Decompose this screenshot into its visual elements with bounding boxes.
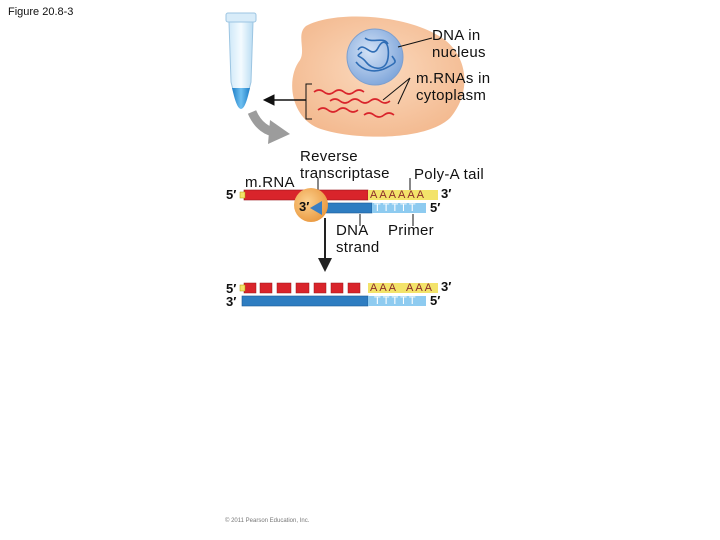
bottom-poly-a-right: AAA [406, 282, 435, 294]
dna-strand-label: DNA strand [336, 222, 380, 256]
nucleus-icon [346, 28, 404, 86]
copyright-notice: © 2011 Pearson Education, Inc. [225, 518, 310, 524]
top-cdna-three-prime: 3′ [299, 199, 310, 214]
bottom-primer-five-prime: 5′ [430, 293, 441, 308]
dna-in-nucleus-label: DNA in nucleus [432, 27, 486, 61]
top-poly-t-sequence: TTTTT [374, 202, 418, 214]
bottom-poly-t-sequence: TTTTT [374, 295, 418, 307]
curved-process-arrow [247, 110, 290, 144]
bracket-arrow [262, 83, 312, 120]
bottom-mrna-three-prime: 3′ [441, 279, 452, 294]
bottom-poly-a-left: AAA [370, 282, 399, 294]
figure-label: Figure 20.8-3 [8, 6, 74, 18]
bottom-strands [239, 282, 438, 307]
top-mrna-five-prime: 5′ [226, 187, 237, 202]
mrna-label: m.RNA [245, 174, 295, 191]
down-arrow [318, 218, 332, 272]
test-tube-icon [225, 12, 257, 109]
top-primer-five-prime: 5′ [430, 200, 441, 215]
poly-a-tail-label: Poly-A tail [414, 166, 484, 183]
reverse-transcriptase-label: Reverse transcriptase [300, 148, 390, 182]
bottom-mrna-five-prime: 5′ [226, 281, 237, 296]
top-mrna-three-prime: 3′ [441, 186, 452, 201]
top-poly-a-sequence: AAAAAA [370, 189, 427, 201]
cytoplasm-mrna-strands [313, 89, 395, 118]
primer-label: Primer [388, 222, 434, 239]
top-strands [239, 188, 438, 222]
bottom-cdna-three-prime: 3′ [226, 294, 237, 309]
mrnas-in-cytoplasm-label: m.RNAs in cytoplasm [416, 70, 491, 104]
